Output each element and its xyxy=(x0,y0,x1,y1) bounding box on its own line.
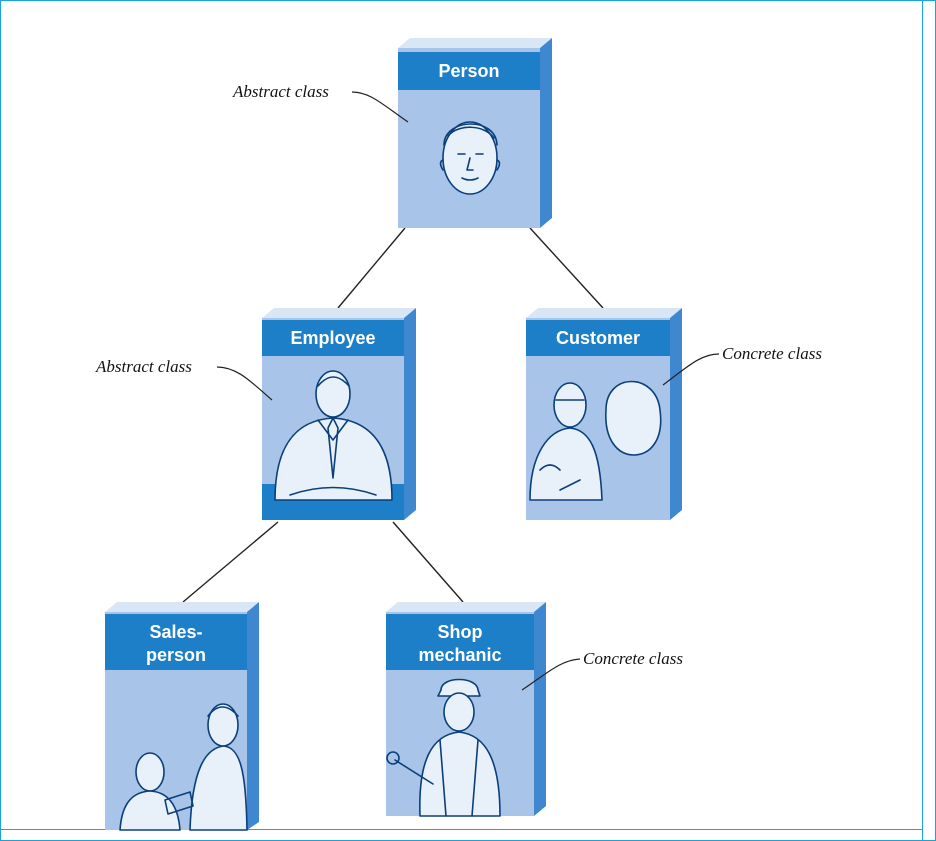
hierarchy-connectors xyxy=(182,227,604,603)
annotation-customer-text: Concrete class xyxy=(722,344,822,363)
connector-employee-shop-mechanic xyxy=(392,521,464,603)
class-title-customer: Customer xyxy=(556,328,640,348)
class-title-salesperson-line1: Sales- xyxy=(149,622,202,642)
box-side xyxy=(670,308,682,520)
title-band xyxy=(526,320,670,356)
class-title-person: Person xyxy=(438,61,499,81)
connector-person-customer xyxy=(529,227,604,309)
class-box-employee: Employee xyxy=(262,308,416,520)
frame-inner-right-rule xyxy=(922,1,923,840)
box-side xyxy=(404,308,416,520)
shop-mechanic-illustration xyxy=(386,678,501,817)
box-side xyxy=(247,602,259,830)
title-band xyxy=(386,614,534,670)
box-side xyxy=(540,38,552,228)
title-band xyxy=(105,614,247,670)
title-band xyxy=(398,52,540,90)
annotation-person-leader xyxy=(351,91,409,123)
salesperson-illustration xyxy=(119,703,248,831)
title-band xyxy=(262,320,404,356)
class-box-customer: Customer xyxy=(526,308,682,520)
box-top xyxy=(386,602,546,612)
person-face-illustration xyxy=(439,121,501,195)
annotation-shop-mechanic-leader xyxy=(521,658,581,691)
class-title-employee: Employee xyxy=(290,328,375,348)
box-top xyxy=(398,38,552,48)
annotation-customer: Concrete class xyxy=(662,344,822,386)
class-box-salesperson: Sales- person xyxy=(105,602,259,831)
annotation-shop-mechanic-text: Concrete class xyxy=(583,649,683,668)
annotation-employee: Abstract class xyxy=(95,357,273,401)
class-title-shop-mechanic-line1: Shop xyxy=(438,622,483,642)
annotation-employee-leader xyxy=(216,366,273,401)
box-side xyxy=(534,602,546,816)
annotation-customer-leader xyxy=(662,353,720,386)
connector-person-employee xyxy=(337,227,406,309)
box-top xyxy=(262,308,416,318)
connector-employee-salesperson xyxy=(182,521,279,603)
annotation-person: Abstract class xyxy=(232,82,409,123)
frame-inner-bottom-rule xyxy=(1,829,923,830)
box-top xyxy=(526,308,682,318)
box-top xyxy=(105,602,259,612)
customer-illustration xyxy=(529,380,662,501)
employee-illustration xyxy=(274,370,393,501)
class-box-person: Person xyxy=(398,38,552,228)
annotation-employee-text: Abstract class xyxy=(95,357,192,376)
annotation-shop-mechanic: Concrete class xyxy=(521,649,683,691)
class-title-salesperson-line2: person xyxy=(146,645,206,665)
annotation-person-text: Abstract class xyxy=(232,82,329,101)
class-box-shop-mechanic: Shop mechanic xyxy=(386,602,546,817)
class-title-shop-mechanic-line2: mechanic xyxy=(418,645,501,665)
